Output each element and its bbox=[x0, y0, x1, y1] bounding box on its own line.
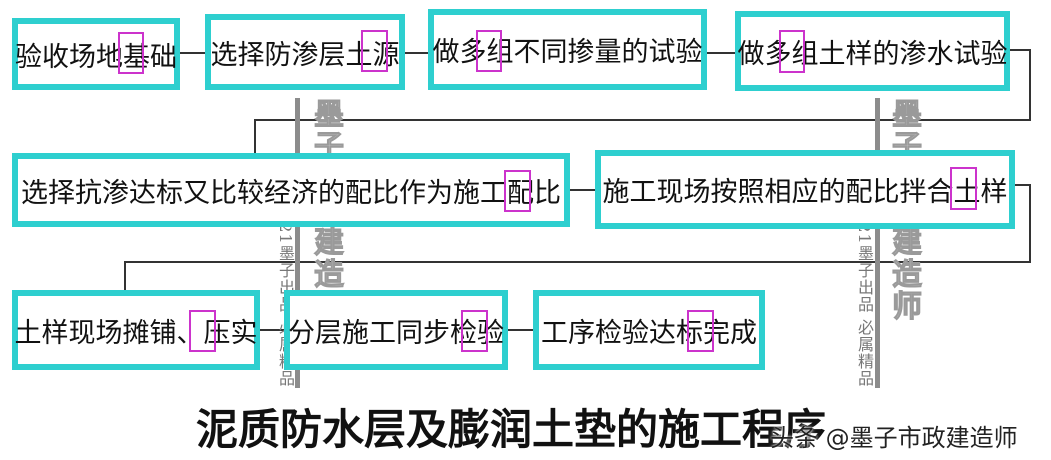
highlight-mark bbox=[504, 170, 531, 212]
highlight-mark bbox=[687, 310, 714, 352]
highlight-mark bbox=[461, 310, 488, 352]
highlight-mark bbox=[779, 30, 805, 73]
step-box: 工序检验达标完成 bbox=[533, 290, 765, 370]
step-box: 选择防渗层土源 bbox=[205, 14, 405, 90]
watermark-bar-right bbox=[875, 98, 880, 388]
highlight-mark bbox=[361, 30, 388, 72]
source-credit: 头条 @墨子市政建造师 bbox=[770, 424, 1018, 452]
step-box: 做多组土样的渗水试验 bbox=[735, 11, 1010, 91]
step-box: 土样现场摊铺、压实 bbox=[12, 290, 260, 370]
highlight-mark bbox=[950, 167, 977, 210]
highlight-mark bbox=[118, 32, 144, 74]
highlight-mark bbox=[476, 30, 502, 72]
step-box: 做多组不同掺量的试验 bbox=[428, 9, 707, 90]
watermark-bar-left bbox=[295, 98, 300, 388]
step-box: 选择抗渗达标又比较经济的配比作为施工配比 bbox=[12, 153, 570, 227]
watermark-subtext-right: 2021墨子出品 必属精品 bbox=[855, 200, 874, 387]
step-box: 施工现场按照相应的配比拌合土样 bbox=[595, 150, 1015, 229]
step-box: 验收场地基础 bbox=[12, 18, 180, 90]
highlight-mark bbox=[189, 310, 216, 352]
diagram-title: 泥质防水层及膨润土垫的施工程序 bbox=[196, 405, 827, 454]
step-box: 分层施工同步检验 bbox=[284, 290, 508, 370]
